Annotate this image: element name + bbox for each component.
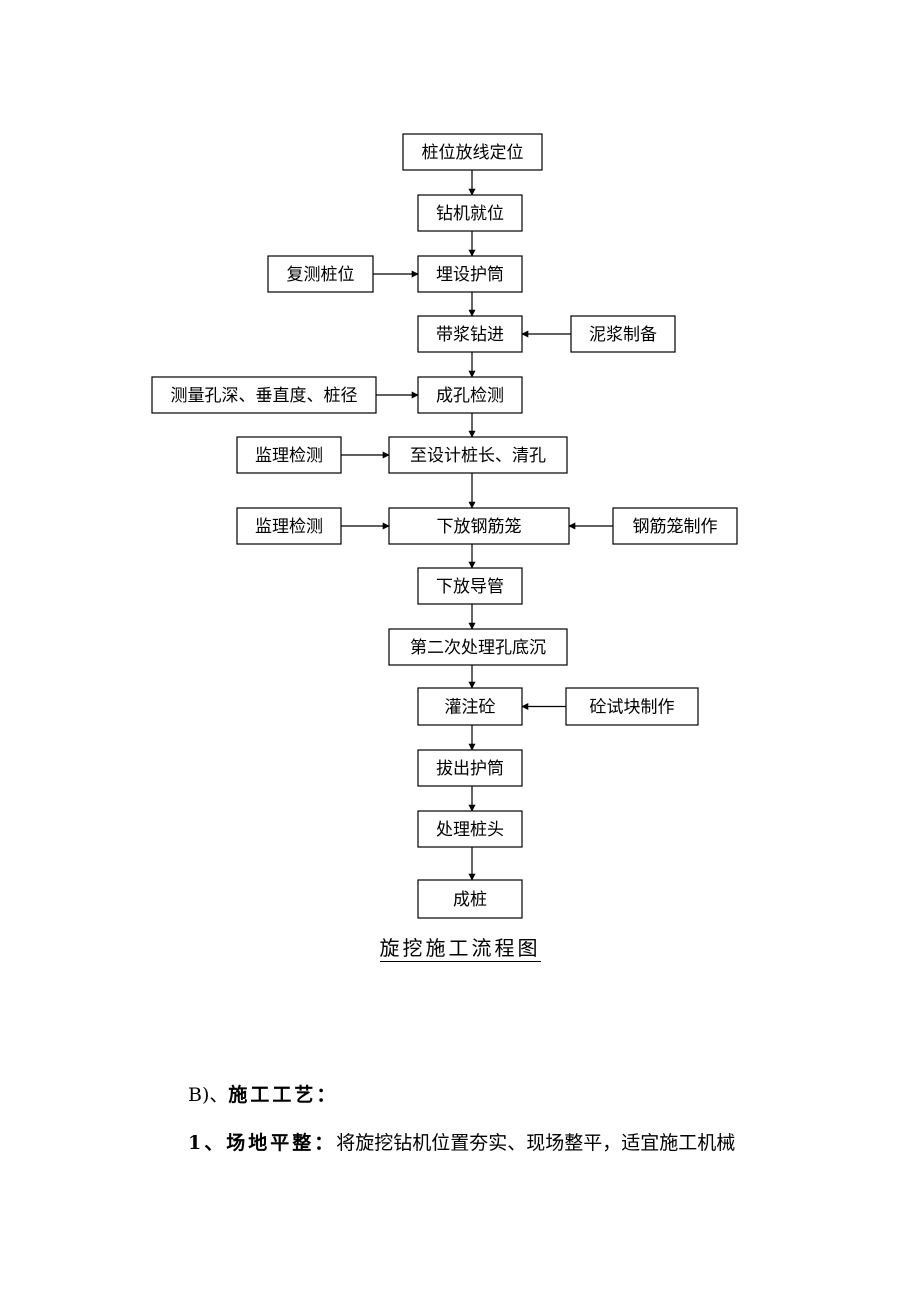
step-box-2-label: 钻机就位 bbox=[436, 204, 504, 224]
step-box-5-label: 成孔检测 bbox=[436, 386, 504, 406]
right-input-box-1-label: 泥浆制备 bbox=[589, 325, 657, 345]
step-box-12-label: 处理桩头 bbox=[436, 820, 504, 840]
step-box-7-label: 下放钢筋笼 bbox=[437, 517, 522, 537]
step-box-13-label: 成桩 bbox=[453, 890, 487, 910]
left-input-box-2-label: 测量孔深、垂直度、桩径 bbox=[171, 386, 358, 406]
step-box-6: 至设计桩长、清孔 bbox=[388, 436, 568, 474]
step-box-7: 下放钢筋笼 bbox=[388, 507, 570, 545]
section-item-1: 1、场地平整：将旋挖钻机位置夯实、现场整平，适宜施工机械 bbox=[188, 1132, 736, 1154]
right-input-box-2: 钢筋笼制作 bbox=[612, 507, 738, 545]
left-input-box-1: 复测桩位 bbox=[267, 255, 374, 293]
step-box-10: 灌注砼 bbox=[417, 687, 523, 726]
step-box-13: 成桩 bbox=[417, 879, 523, 919]
step-box-1: 桩位放线定位 bbox=[402, 133, 543, 171]
left-input-box-4-label: 监理检测 bbox=[255, 517, 323, 537]
step-box-8: 下放导管 bbox=[417, 567, 523, 605]
step-box-9: 第二次处理孔底沉 bbox=[388, 628, 568, 666]
left-input-box-4: 监理检测 bbox=[236, 507, 342, 545]
flowchart-caption: 旋挖施工流程图 bbox=[379, 936, 541, 962]
left-input-box-3: 监理检测 bbox=[236, 436, 342, 474]
step-box-5: 成孔检测 bbox=[417, 376, 523, 414]
step-box-1-label: 桩位放线定位 bbox=[422, 143, 524, 163]
step-box-4-label: 带浆钻进 bbox=[436, 325, 504, 345]
step-box-8-label: 下放导管 bbox=[436, 577, 504, 597]
step-box-6-label: 至设计桩长、清孔 bbox=[410, 446, 546, 466]
right-input-box-1: 泥浆制备 bbox=[570, 315, 676, 353]
right-input-box-3-label: 砼试块制作 bbox=[590, 698, 675, 718]
step-box-11: 拔出护筒 bbox=[417, 749, 523, 787]
step-box-10-label: 灌注砼 bbox=[445, 698, 496, 718]
step-box-12: 处理桩头 bbox=[417, 810, 523, 848]
left-input-box-1-label: 复测桩位 bbox=[287, 265, 355, 285]
right-input-box-3: 砼试块制作 bbox=[565, 687, 699, 726]
right-input-box-2-label: 钢筋笼制作 bbox=[633, 517, 718, 537]
section-heading: B)、施工工艺： bbox=[188, 1084, 339, 1106]
left-input-box-3-label: 监理检测 bbox=[255, 446, 323, 466]
left-input-box-2: 测量孔深、垂直度、桩径 bbox=[151, 376, 377, 414]
step-box-9-label: 第二次处理孔底沉 bbox=[410, 638, 546, 658]
step-box-3-label: 埋设护筒 bbox=[436, 265, 504, 285]
step-box-3: 埋设护筒 bbox=[417, 255, 523, 293]
step-box-2: 钻机就位 bbox=[417, 194, 523, 232]
step-box-4: 带浆钻进 bbox=[417, 315, 523, 353]
step-box-11-label: 拔出护筒 bbox=[436, 759, 504, 779]
